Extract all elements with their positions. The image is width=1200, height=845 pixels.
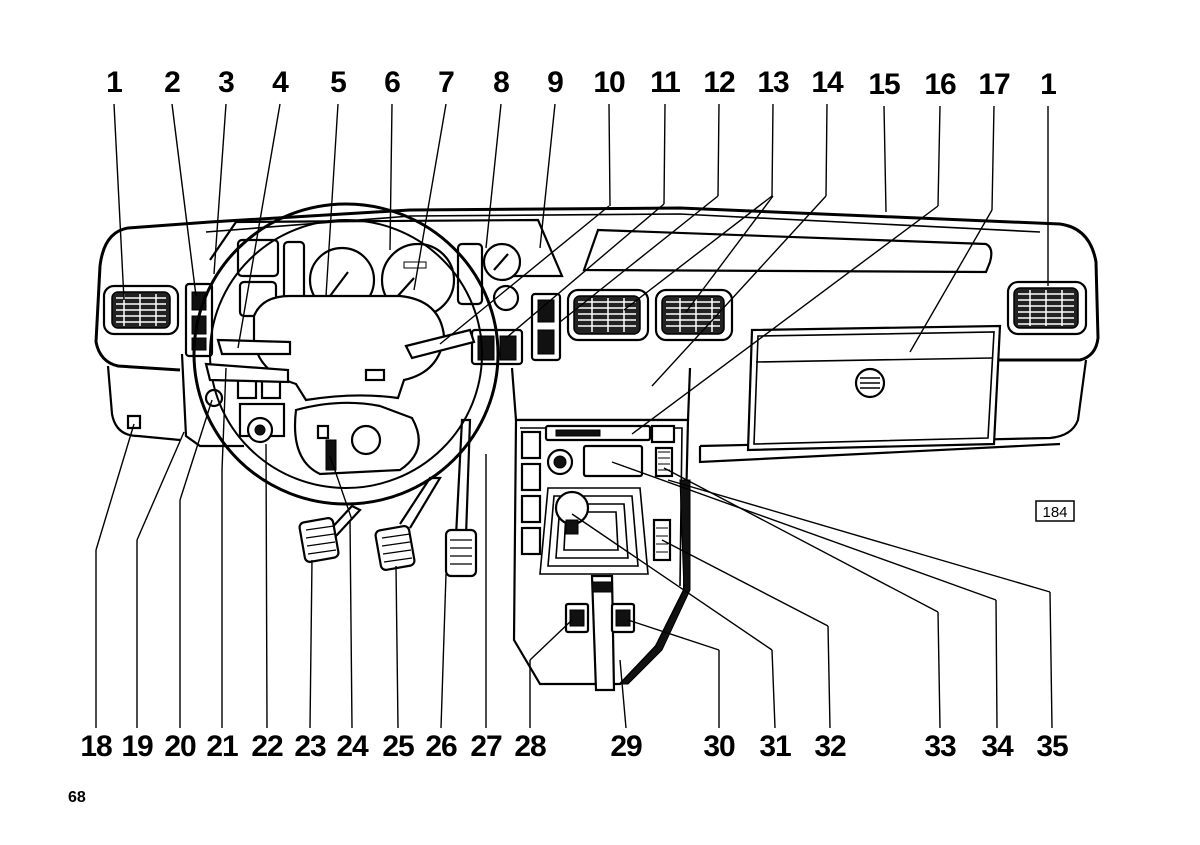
callout-label-bottom: 27 <box>470 730 502 763</box>
brake-pedal[interactable] <box>374 476 442 571</box>
callout-label-bottom: 24 <box>336 730 369 763</box>
callout-label-top: 1 <box>106 66 122 99</box>
dashboard-body <box>94 202 1100 692</box>
callout-label-bottom: 22 <box>251 730 283 763</box>
callout-label-top: 8 <box>493 66 509 99</box>
callout-label-top: 15 <box>868 68 900 101</box>
left-air-vent[interactable] <box>102 284 180 336</box>
figure-number-box: 184 <box>1035 500 1075 522</box>
callout-label-top: 12 <box>703 66 735 99</box>
heater-control-panel[interactable] <box>520 424 676 562</box>
callout-label-bottom: 33 <box>924 730 956 763</box>
callout-label-top: 17 <box>978 68 1010 101</box>
glovebox[interactable] <box>746 324 1002 452</box>
console-lower-switches[interactable] <box>564 602 636 634</box>
callout-label-top: 14 <box>811 66 844 99</box>
callout-label-bottom: 30 <box>703 730 735 763</box>
callout-label-bottom: 20 <box>164 730 196 763</box>
page-number: 68 <box>68 789 86 806</box>
callout-label-bottom: 29 <box>610 730 642 763</box>
centre-air-vent-left[interactable] <box>566 288 650 342</box>
callout-label-top: 5 <box>330 66 346 99</box>
centre-console <box>510 367 692 692</box>
callout-label-bottom: 35 <box>1036 730 1068 763</box>
glovebox-lock-icon[interactable] <box>854 367 886 399</box>
callout-label-top: 10 <box>593 66 625 99</box>
callout-label-bottom: 23 <box>294 730 326 763</box>
callout-label-bottom: 31 <box>759 730 791 763</box>
callout-label-top: 6 <box>384 66 400 99</box>
callout-label-top: 7 <box>438 66 454 99</box>
callout-label-top: 2 <box>164 66 180 99</box>
leader-lines <box>95 103 1053 729</box>
callout-label-bottom: 28 <box>514 730 546 763</box>
callout-label-top: 1 <box>1040 68 1056 101</box>
callout-label-bottom: 32 <box>814 730 846 763</box>
figure-number: 184 <box>1042 504 1067 521</box>
accelerator-pedal[interactable] <box>444 418 478 578</box>
centre-air-vent-right[interactable] <box>654 288 734 342</box>
callout-label-top: 13 <box>757 66 789 99</box>
callout-label-top: 9 <box>547 66 563 99</box>
ignition-switch[interactable] <box>246 416 274 444</box>
callout-label-bottom: 19 <box>121 730 153 763</box>
clutch-pedal[interactable] <box>298 504 362 563</box>
callout-label-bottom: 26 <box>425 730 457 763</box>
gear-lever[interactable] <box>539 487 649 575</box>
right-air-vent[interactable] <box>1006 280 1088 336</box>
callout-label-top: 3 <box>218 66 234 99</box>
handbrake-lever[interactable] <box>590 574 616 692</box>
callout-label-top: 16 <box>924 68 956 101</box>
callout-label-bottom: 25 <box>382 730 414 763</box>
top-callout-labels: 1 2 3 4 5 6 7 8 9 10 11 12 13 14 15 16 1… <box>106 66 1057 101</box>
steering-column <box>294 401 420 476</box>
callout-label-bottom: 34 <box>981 730 1014 763</box>
callout-label-bottom: 21 <box>206 730 238 763</box>
callout-label-top: 4 <box>272 66 289 99</box>
steering-stalks[interactable] <box>204 328 476 384</box>
callout-label-top: 11 <box>650 66 680 99</box>
bottom-callout-labels: 18 19 20 21 22 23 24 25 26 27 28 29 30 3… <box>80 730 1069 763</box>
callout-label-bottom: 18 <box>80 730 112 763</box>
